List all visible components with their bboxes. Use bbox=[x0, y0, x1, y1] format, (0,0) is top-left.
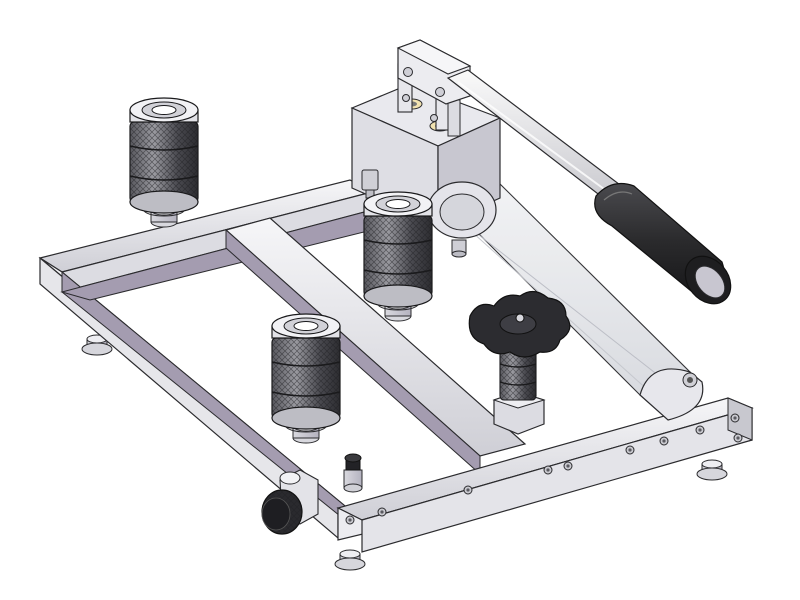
pump-handle-icon bbox=[446, 69, 732, 305]
quick-coupling-icon bbox=[363, 191, 433, 322]
quick-coupling-icon bbox=[129, 97, 199, 228]
base-frame bbox=[38, 179, 754, 553]
valve-wheel-icon bbox=[468, 290, 571, 435]
vent-pin-icon bbox=[343, 453, 363, 493]
handle-linkage bbox=[396, 39, 472, 137]
adjust-knob-icon bbox=[261, 469, 319, 535]
quick-coupling-icon bbox=[271, 313, 341, 444]
